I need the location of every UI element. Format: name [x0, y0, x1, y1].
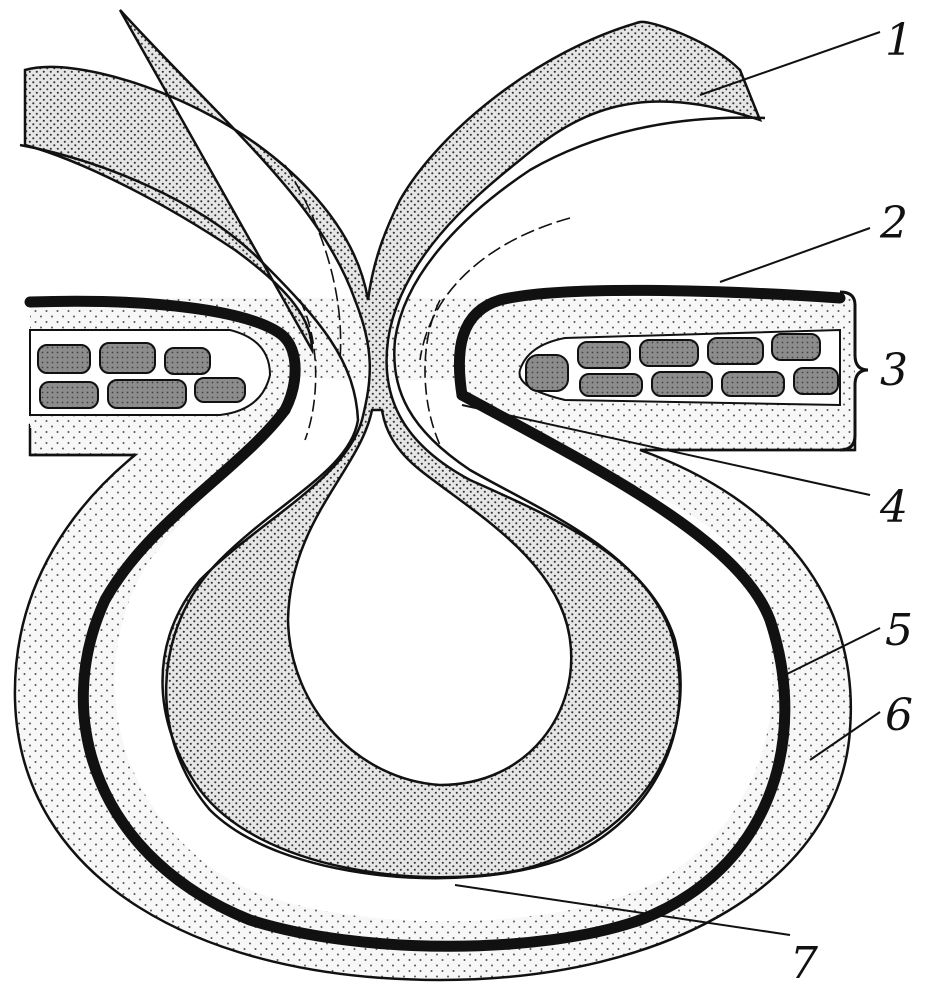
- cell-cluster-right: [520, 330, 840, 405]
- callout-7: 7: [790, 938, 818, 989]
- callout-6: 6: [885, 690, 913, 741]
- callout-4: 4: [879, 482, 908, 533]
- callout-5: 5: [885, 605, 913, 656]
- cell-cluster-left: [30, 330, 270, 415]
- callout-3: 3: [880, 345, 908, 396]
- callout-2: 2: [879, 198, 908, 249]
- leader-line-2: [720, 228, 870, 282]
- callout-1: 1: [885, 15, 913, 66]
